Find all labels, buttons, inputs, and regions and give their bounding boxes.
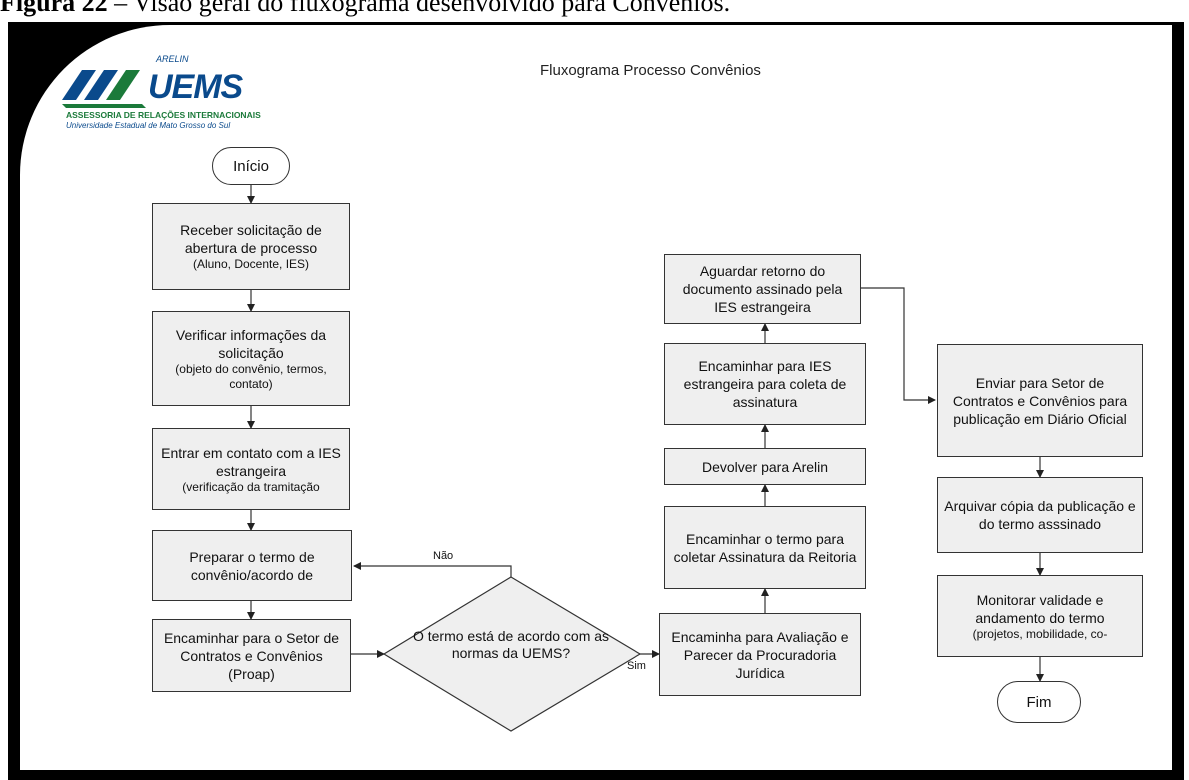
figure-caption: Figura 22 – Visão geral do fluxograma de… <box>0 0 1189 18</box>
node-verificar-sub: (objeto do convênio, termos, contato) <box>175 361 327 391</box>
node-decisao: O termo está de acordo com as normas da … <box>412 628 610 661</box>
node-receber-sub: (Aluno, Docente, IES) <box>192 257 310 271</box>
node-preparar: Preparar o termo de convênio/acordo de <box>152 530 352 601</box>
node-verificar: Verificar informações da solicitação (ob… <box>152 311 350 406</box>
node-encaminhar-assinatura: Encaminhar o termo para coletar Assinatu… <box>664 506 866 589</box>
node-monitorar: Monitorar validade e andamento do termo … <box>937 575 1143 657</box>
node-arquivar: Arquivar cópia da publicação e do termo … <box>937 477 1143 553</box>
decision-diamond <box>382 576 642 732</box>
edge-label-sim: Sim <box>627 660 646 672</box>
node-encaminha-avaliacao: Encaminha para Avaliação e Parecer da Pr… <box>659 613 861 696</box>
node-inicio: Início <box>212 147 290 185</box>
logo-university: Universidade Estadual de Mato Grosso do … <box>66 121 231 130</box>
logo-arelin: ARELIN <box>156 54 189 64</box>
edge-nao <box>353 562 512 594</box>
edge-label-nao: Não <box>433 550 454 562</box>
figure-number: Figura 22 <box>0 0 108 17</box>
node-monitorar-text: Monitorar validade e andamento do termo <box>975 591 1105 626</box>
node-fim: Fim <box>997 681 1081 723</box>
diagram-title: Fluxograma Processo Convênios <box>540 62 761 79</box>
node-entrar-text: Entrar em contato com a IES estrangeira <box>161 444 341 479</box>
node-verificar-text: Verificar informações da solicitação <box>175 326 327 361</box>
node-devolver: Devolver para Arelin <box>664 448 866 485</box>
logo-subtitle: ASSESSORIA DE RELAÇÕES INTERNACIONAIS <box>66 110 261 120</box>
node-encaminhar-setor: Encaminhar para o Setor de Contratos e C… <box>152 619 351 692</box>
node-receber: Receber solicitação de abertura de proce… <box>152 203 350 290</box>
uems-logo: ARELIN UEMS ASSESSORIA DE RELAÇÕES INTER… <box>62 54 262 136</box>
node-receber-text: Receber solicitação de abertura de proce… <box>180 222 322 256</box>
node-monitorar-sub: (projetos, mobilidade, co- <box>972 626 1108 641</box>
node-encaminhar-ies: Encaminhar para IES estrangeira para col… <box>664 343 866 425</box>
node-aguardar: Aguardar retorno do documento assinado p… <box>664 254 861 324</box>
logo-arrows-icon <box>62 70 146 108</box>
edge-aguardar-enviar <box>861 287 936 404</box>
node-entrar-sub: (verificação da tramitação <box>182 479 320 494</box>
node-entrar: Entrar em contato com a IES estrangeira … <box>152 428 350 510</box>
figure-caption-text: – Visão geral do fluxograma desenvolvido… <box>114 0 731 17</box>
logo-uems: UEMS <box>148 68 243 106</box>
node-enviar: Enviar para Setor de Contratos e Convêni… <box>937 344 1143 457</box>
